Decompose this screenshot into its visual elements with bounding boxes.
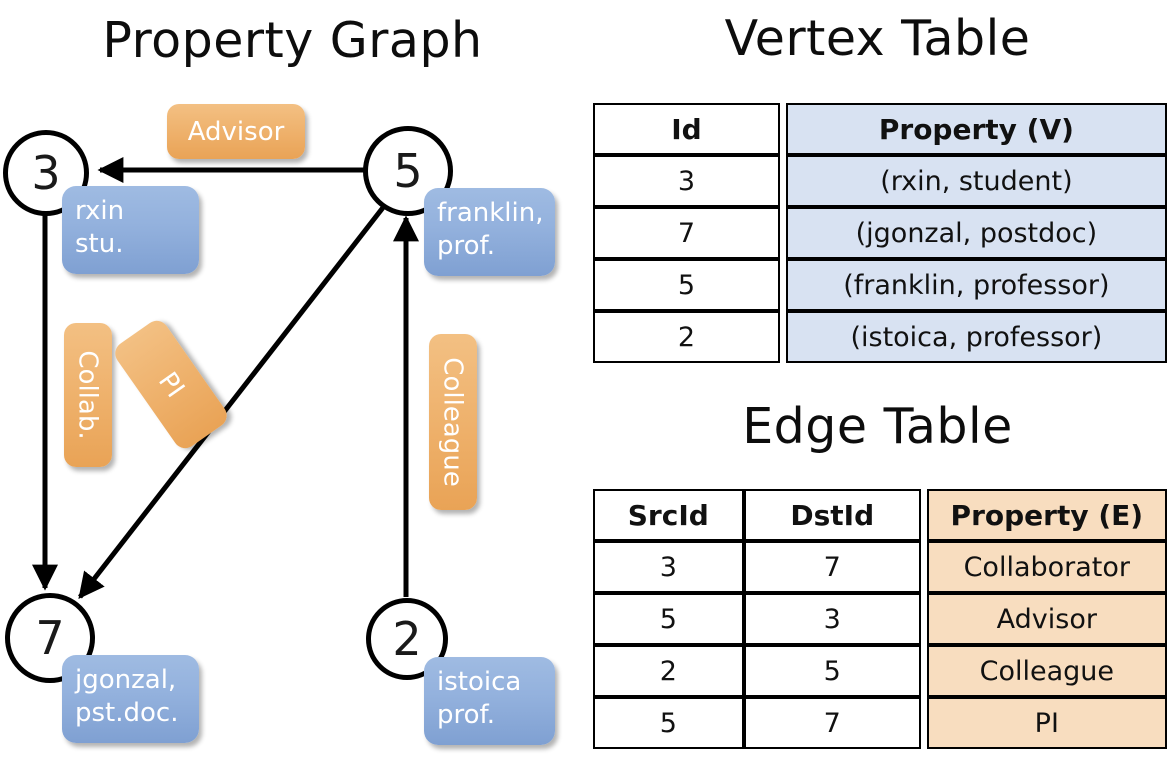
- edge-label-collab-text: Collab.: [73, 350, 103, 440]
- graph-node-3-label: 3: [31, 146, 61, 200]
- edge-row-3-dst: 7: [743, 697, 921, 749]
- edge-table-header-srcid: SrcId: [593, 489, 744, 541]
- property-graph-canvas: 3 5 7 2 rxin stu. franklin, prof. jgonza…: [3, 104, 555, 745]
- page-title-vertex-table: Vertex Table: [724, 10, 1031, 67]
- graph-node-2[interactable]: 2: [366, 598, 448, 680]
- table-row[interactable]: 3 7 Collaborator: [593, 541, 1167, 593]
- edge-row-2-dst: 5: [743, 645, 921, 697]
- graph-node-5-label: 5: [393, 144, 423, 198]
- vertex-table-header-property: Property (V): [785, 103, 1167, 155]
- graph-node-5[interactable]: 5: [363, 126, 453, 216]
- vertex-property-box-7-line1: jgonzal,: [75, 665, 177, 695]
- edge-row-2-property: Colleague: [926, 645, 1167, 697]
- graph-node-2-label: 2: [392, 612, 422, 666]
- vertex-row-3-id: 2: [593, 311, 780, 363]
- edge-row-3-property: PI: [926, 697, 1167, 749]
- table-row[interactable]: 7 (jgonzal, postdoc): [593, 207, 1167, 259]
- vertex-row-1-id: 7: [593, 207, 780, 259]
- graph-node-7-label: 7: [35, 611, 65, 665]
- table-row[interactable]: 5 7 PI: [593, 697, 1167, 749]
- graph-edges-svg: [32, 157, 419, 600]
- page-title-property-graph: Property Graph: [102, 12, 483, 69]
- vertex-table-header-row: Id Property (V): [593, 103, 1167, 155]
- edge-table-header-dstid: DstId: [743, 489, 921, 541]
- edge-label-advisor-text: Advisor: [187, 116, 285, 147]
- edge-row-1-src: 5: [593, 593, 744, 645]
- edge-label-colleague[interactable]: Colleague: [429, 334, 477, 510]
- vertex-property-box-5-line1: franklin,: [437, 198, 544, 228]
- vertex-table-header-id: Id: [593, 103, 780, 155]
- edge-row-0-src: 3: [593, 541, 744, 593]
- page-title-edge-table: Edge Table: [742, 398, 1013, 455]
- table-row[interactable]: 2 (istoica, professor): [593, 311, 1167, 363]
- vertex-table: Id Property (V) 3 (rxin, student) 7 (jgo…: [593, 103, 1167, 363]
- edge-5-to-7: [78, 203, 387, 600]
- table-row[interactable]: 3 (rxin, student): [593, 155, 1167, 207]
- vertex-row-0-property: (rxin, student): [785, 155, 1167, 207]
- edge-row-1-property: Advisor: [926, 593, 1167, 645]
- edge-row-0-dst: 7: [743, 541, 921, 593]
- vertex-property-box-2-line2: prof.: [437, 700, 496, 731]
- vertex-property-box-5[interactable]: franklin, prof.: [424, 188, 555, 276]
- vertex-property-box-7[interactable]: jgonzal, pst.doc.: [62, 655, 199, 743]
- edge-row-3-src: 5: [593, 697, 744, 749]
- edge-table-header-property: Property (E): [926, 489, 1167, 541]
- edge-row-1-dst: 3: [743, 593, 921, 645]
- table-row[interactable]: 5 3 Advisor: [593, 593, 1167, 645]
- edge-table: SrcId DstId Property (E) 3 7 Collaborato…: [593, 489, 1167, 749]
- vertex-row-3-property: (istoica, professor): [785, 311, 1167, 363]
- vertex-row-0-id: 3: [593, 155, 780, 207]
- table-row[interactable]: 2 5 Colleague: [593, 645, 1167, 697]
- table-row[interactable]: 5 (franklin, professor): [593, 259, 1167, 311]
- vertex-row-1-property: (jgonzal, postdoc): [785, 207, 1167, 259]
- vertex-property-box-3-line1: rxin: [75, 196, 125, 226]
- edge-label-colleague-text: Colleague: [438, 357, 469, 487]
- edge-row-2-src: 2: [593, 645, 744, 697]
- vertex-property-box-3-line2: stu.: [75, 229, 124, 260]
- vertex-row-2-id: 5: [593, 259, 780, 311]
- edge-label-collab[interactable]: Collab.: [64, 323, 112, 467]
- edge-label-advisor[interactable]: Advisor: [167, 104, 305, 159]
- vertex-property-box-2-line1: istoica: [437, 667, 522, 697]
- vertex-property-box-3[interactable]: rxin stu.: [62, 186, 199, 274]
- edge-row-0-property: Collaborator: [926, 541, 1167, 593]
- edge-label-pi-text: PI: [152, 366, 190, 403]
- vertex-row-2-property: (franklin, professor): [785, 259, 1167, 311]
- edge-table-header-row: SrcId DstId Property (E): [593, 489, 1167, 541]
- vertex-property-box-2[interactable]: istoica prof.: [424, 657, 555, 745]
- vertex-property-box-7-line2: pst.doc.: [75, 698, 179, 729]
- vertex-property-box-5-line2: prof.: [437, 231, 496, 262]
